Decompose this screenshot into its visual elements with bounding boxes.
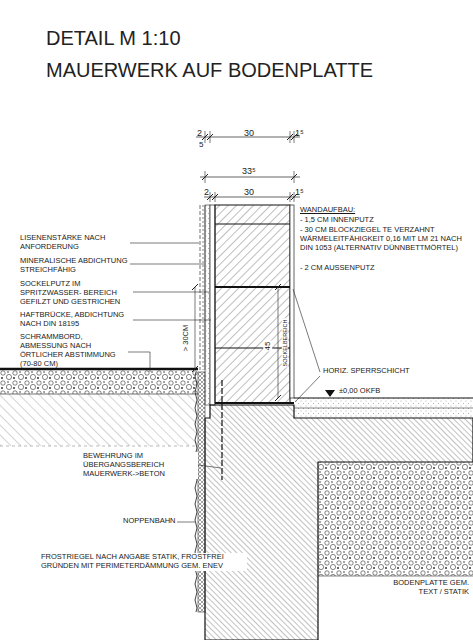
- dimension: 2: [197, 128, 202, 139]
- wall-build-up-item: - 1,5 CM INNENPUTZ: [300, 216, 374, 225]
- dimension: > 30CM: [182, 324, 191, 352]
- dimension: 33⁵: [242, 166, 256, 177]
- drawing-title: DETAIL M 1:10 MAUERWERK AUF BODENPLATTE: [46, 22, 373, 86]
- callout-note: NOPPENBAHN: [122, 517, 177, 526]
- callout-note: SCHRAMMBORD, ABMESSUNG NACH ÖRTLICHER AB…: [20, 333, 128, 368]
- dimension: 1⁵: [295, 187, 304, 198]
- callout-note: BEWEHRUNG IM ÜBERGANGSBEREICH MAUERWERK-…: [82, 452, 198, 479]
- dimension: 30: [244, 128, 254, 139]
- level-mark: ±0,00 OKFB: [339, 387, 380, 396]
- dimension: 45: [263, 341, 272, 352]
- callout-note: BODENPLATTE GEM. TEXT / STATIK: [388, 579, 470, 597]
- dimension-note: SOCKELBEREICH: [282, 319, 288, 368]
- dimension: 5: [199, 140, 203, 149]
- wall-build-up-heading: WANDAUFBAU:: [300, 206, 355, 215]
- callout-note: HORIZ. SPERRSCHICHT: [323, 367, 410, 376]
- callout-note: LISENENSTÄRKE NACH ANFORDERUNG: [20, 234, 130, 252]
- dimension: 2: [204, 187, 209, 198]
- callout-note: MINERALISCHE ABDICHTUNG STREICHFÄHIG: [20, 257, 132, 275]
- callout-note: HAFTBRÜCKE, ABDICHTUNG NACH DIN 18195: [20, 311, 132, 329]
- wall-build-up-item: - 2 CM AUSSENPUTZ: [300, 264, 375, 273]
- callout-note: SOCKELPUTZ IM SPRITZWASSER- BEREICH GEFI…: [20, 280, 132, 307]
- dimension: 1⁵: [295, 128, 304, 139]
- dimension: 30: [244, 187, 254, 198]
- callout-note: FROSTRIEGEL NACH ANGABE STATIK, FROSTFRE…: [40, 553, 247, 571]
- wall-build-up-item: - 30 CM BLOCKZIEGEL TE VERZAHNT WÄRMELEI…: [300, 226, 468, 253]
